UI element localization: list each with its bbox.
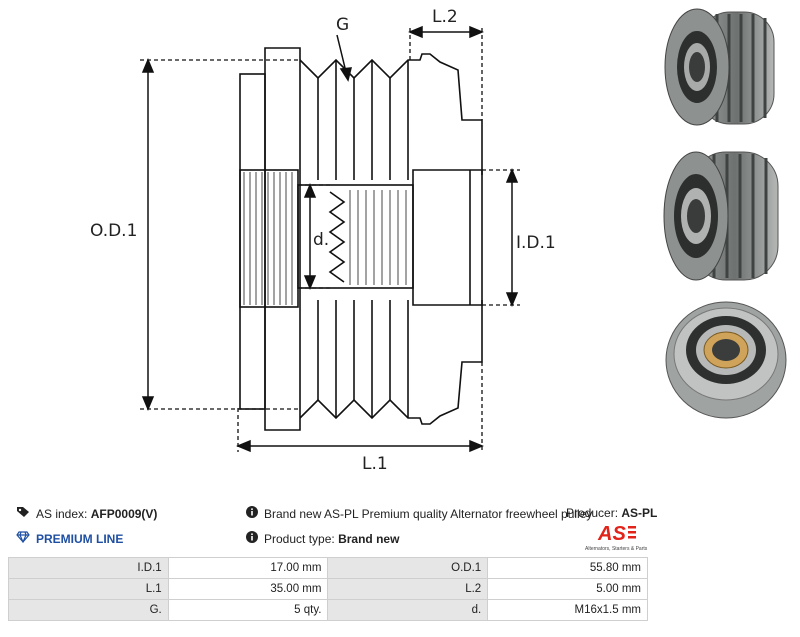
spec-value: 5 qty. — [167, 599, 329, 621]
spec-key: L.2 — [327, 578, 489, 600]
product-type-row: Product type: Brand new — [246, 531, 399, 546]
spec-key: G. — [8, 599, 169, 621]
spec-value: 55.80 mm — [487, 557, 648, 579]
spec-key: I.D.1 — [8, 557, 169, 579]
spec-value: 17.00 mm — [167, 557, 329, 579]
spec-key: O.D.1 — [327, 557, 489, 579]
table-row: G. 5 qty. d. M16x1.5 mm — [8, 599, 648, 621]
specs-table: I.D.1 17.00 mm O.D.1 55.80 mm L.1 35.00 … — [8, 557, 648, 621]
description-row: Brand new AS-PL Premium quality Alternat… — [246, 506, 592, 521]
info-icon — [246, 531, 258, 546]
product-type-label: Product type: — [264, 531, 335, 546]
spec-value: 35.00 mm — [167, 578, 329, 600]
spec-key: d. — [327, 599, 489, 621]
right-hub — [412, 169, 483, 306]
technical-drawing: G L.2 O.D.1 I.D.1 d. L.1 — [90, 7, 556, 474]
producer-row: Producer: AS-PL — [566, 506, 657, 520]
producer-value: AS-PL — [621, 506, 658, 520]
label-l2: L.2 — [432, 7, 458, 27]
thread-profile — [328, 191, 346, 283]
premium-line-badge: PREMIUM LINE — [16, 531, 123, 546]
producer-label: Producer: — [566, 506, 619, 520]
info-icon — [246, 506, 258, 521]
grooves-bottom — [299, 300, 483, 425]
product-photo-side — [663, 151, 779, 281]
label-d: d. — [313, 230, 329, 250]
logo-text: AS — [597, 523, 626, 545]
label-l1: L.1 — [362, 454, 388, 474]
as-pl-logo: AS Alternators, Starters & Parts — [585, 523, 648, 552]
grooves-top — [299, 53, 483, 175]
as-index-value: AFP0009(V) — [90, 506, 158, 521]
outer-flange — [264, 47, 301, 431]
label-od1: O.D.1 — [90, 221, 137, 241]
premium-line-label: PREMIUM LINE — [36, 531, 124, 546]
as-index-row: AS index: AFP0009(V) — [16, 506, 157, 521]
spec-value: M16x1.5 mm — [487, 599, 648, 621]
as-index-label: AS index: — [36, 506, 88, 521]
product-photo-front — [665, 301, 787, 419]
product-photo-angled — [664, 8, 775, 126]
table-row: I.D.1 17.00 mm O.D.1 55.80 mm — [8, 557, 648, 579]
tag-icon — [16, 506, 30, 521]
table-row: L.1 35.00 mm L.2 5.00 mm — [8, 578, 648, 600]
logo-tagline: Alternators, Starters & Parts — [585, 546, 648, 552]
label-g: G — [336, 15, 349, 35]
description-text: Brand new AS-PL Premium quality Alternat… — [264, 506, 593, 521]
gem-icon — [16, 531, 30, 546]
product-type-value: Brand new — [338, 531, 400, 546]
label-id1: I.D.1 — [516, 233, 556, 253]
spec-key: L.1 — [8, 578, 169, 600]
splined-hub — [239, 169, 299, 308]
spec-value: 5.00 mm — [487, 578, 648, 600]
